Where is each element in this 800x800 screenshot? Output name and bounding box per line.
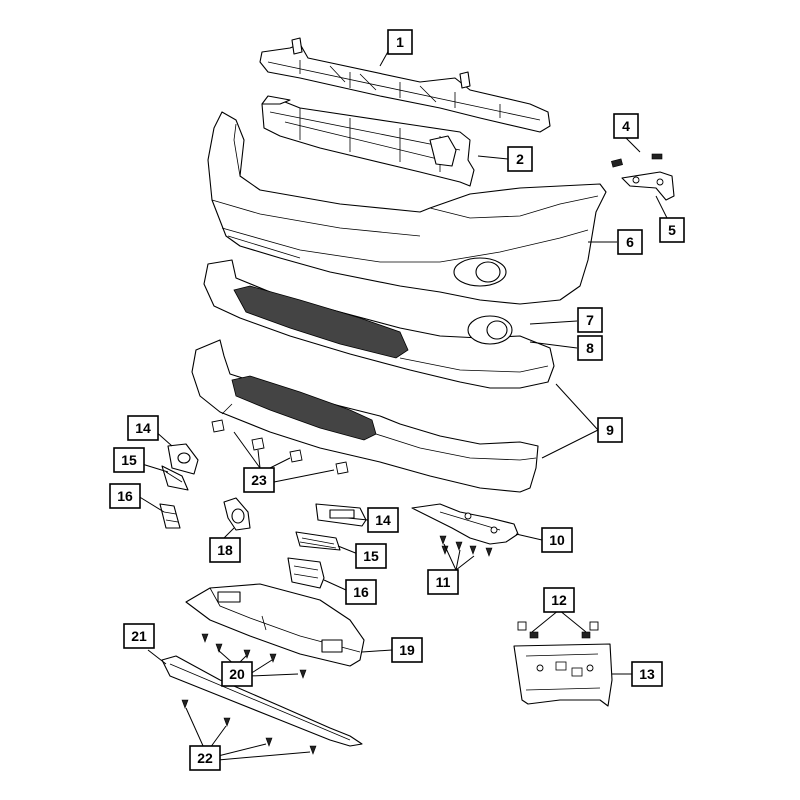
svg-text:15: 15 bbox=[363, 548, 379, 564]
svg-text:14: 14 bbox=[135, 420, 151, 436]
callout-16-left: 16 bbox=[109, 483, 141, 509]
part-18-bracket bbox=[223, 497, 251, 531]
svg-text:16: 16 bbox=[353, 584, 369, 600]
svg-text:12: 12 bbox=[551, 592, 567, 608]
svg-text:6: 6 bbox=[626, 234, 634, 250]
svg-text:15: 15 bbox=[121, 452, 137, 468]
callout-14-left: 14 bbox=[127, 415, 159, 441]
part-19-skid-plate bbox=[185, 583, 365, 667]
svg-text:20: 20 bbox=[229, 666, 245, 682]
svg-text:14: 14 bbox=[375, 512, 391, 528]
part-22-screws bbox=[181, 699, 317, 755]
part-2-energy-absorber bbox=[261, 95, 475, 187]
callout-7: 7 bbox=[577, 307, 603, 333]
callout-6: 6 bbox=[617, 229, 643, 255]
callout-19: 19 bbox=[391, 637, 423, 663]
svg-text:9: 9 bbox=[606, 422, 614, 438]
svg-text:23: 23 bbox=[251, 472, 267, 488]
callout-20: 20 bbox=[221, 661, 253, 687]
callout-21: 21 bbox=[123, 623, 155, 649]
callout-22: 22 bbox=[189, 745, 221, 771]
part-12-clips bbox=[517, 621, 599, 639]
svg-text:8: 8 bbox=[586, 340, 594, 356]
callout-9: 9 bbox=[597, 417, 623, 443]
part-14-left-bezel bbox=[167, 443, 199, 475]
svg-text:1: 1 bbox=[396, 34, 404, 50]
callout-12: 12 bbox=[543, 587, 575, 613]
part-7-8-lower-fascia bbox=[203, 259, 555, 389]
svg-text:16: 16 bbox=[117, 488, 133, 504]
svg-text:22: 22 bbox=[197, 750, 213, 766]
callout-15-center: 15 bbox=[355, 543, 387, 569]
part-15-left-insert bbox=[161, 465, 189, 491]
part-15-right-insert bbox=[295, 531, 341, 551]
callout-4: 4 bbox=[613, 113, 639, 139]
part-13-license-plate-bracket bbox=[513, 643, 613, 707]
callout-13: 13 bbox=[631, 661, 663, 687]
part-9-lower-grille-fascia bbox=[191, 339, 539, 493]
svg-text:4: 4 bbox=[622, 118, 630, 134]
svg-text:10: 10 bbox=[549, 532, 565, 548]
svg-text:5: 5 bbox=[668, 222, 676, 238]
part-16-left-bracket bbox=[159, 503, 181, 529]
svg-text:21: 21 bbox=[131, 628, 147, 644]
callout-8: 8 bbox=[577, 335, 603, 361]
svg-text:11: 11 bbox=[436, 574, 451, 590]
callout-5: 5 bbox=[659, 217, 685, 243]
part-6-front-fascia bbox=[207, 111, 607, 305]
callout-16-center: 16 bbox=[345, 579, 377, 605]
svg-text:19: 19 bbox=[399, 642, 415, 658]
callout-14-center: 14 bbox=[367, 507, 399, 533]
callout-10: 10 bbox=[541, 527, 573, 553]
part-21-lower-strip bbox=[161, 655, 363, 747]
callout-15-left: 15 bbox=[113, 447, 145, 473]
part-14-right-bezel bbox=[315, 503, 367, 527]
callout-23: 23 bbox=[243, 467, 275, 493]
part-20-screws bbox=[201, 633, 307, 679]
callout-11: 11 bbox=[427, 569, 459, 595]
part-11-screws bbox=[439, 535, 493, 557]
part-10-side-bracket bbox=[411, 503, 519, 545]
part-4-clips bbox=[611, 153, 663, 168]
svg-text:7: 7 bbox=[586, 312, 594, 328]
svg-text:2: 2 bbox=[516, 151, 524, 167]
part-16-right-bracket bbox=[287, 557, 325, 589]
part-1-bumper-reinforcement bbox=[259, 37, 551, 133]
callout-18: 18 bbox=[209, 537, 241, 563]
callout-2: 2 bbox=[507, 146, 533, 172]
svg-text:18: 18 bbox=[217, 542, 233, 558]
callout-1: 1 bbox=[387, 29, 413, 55]
part-5-bracket bbox=[621, 171, 675, 201]
part-23-nuts bbox=[211, 419, 349, 475]
svg-text:13: 13 bbox=[639, 666, 655, 682]
